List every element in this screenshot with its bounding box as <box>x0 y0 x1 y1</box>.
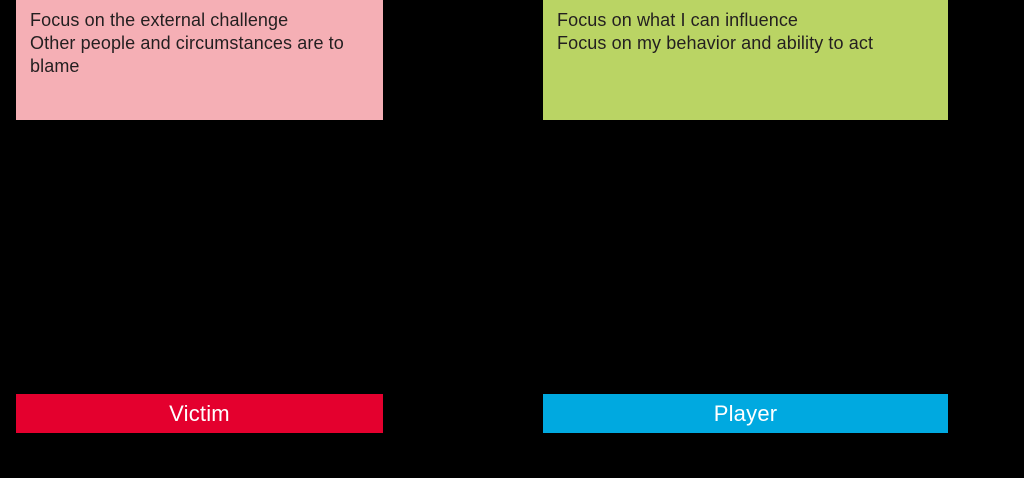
victim-description-line-1: Focus on the external challenge <box>30 10 289 30</box>
player-description-line-2: Focus on my behavior and ability to act <box>557 33 874 53</box>
player-description-panel: Focus on what I can influence Focus on m… <box>543 0 948 120</box>
player-label-text: Player <box>713 400 778 426</box>
victim-description-line-2: Other people and circumstances are to bl… <box>30 33 344 76</box>
victim-label-bar: Victim <box>16 394 383 433</box>
player-label-bar: Player <box>543 394 948 433</box>
victim-description-panel: Focus on the external challenge Other pe… <box>16 0 383 120</box>
column-victim: Focus on the external challenge Other pe… <box>16 0 383 478</box>
victim-label-text: Victim <box>169 400 230 426</box>
player-description-line-1: Focus on what I can influence <box>557 10 799 30</box>
column-player: Focus on what I can influence Focus on m… <box>543 0 948 478</box>
